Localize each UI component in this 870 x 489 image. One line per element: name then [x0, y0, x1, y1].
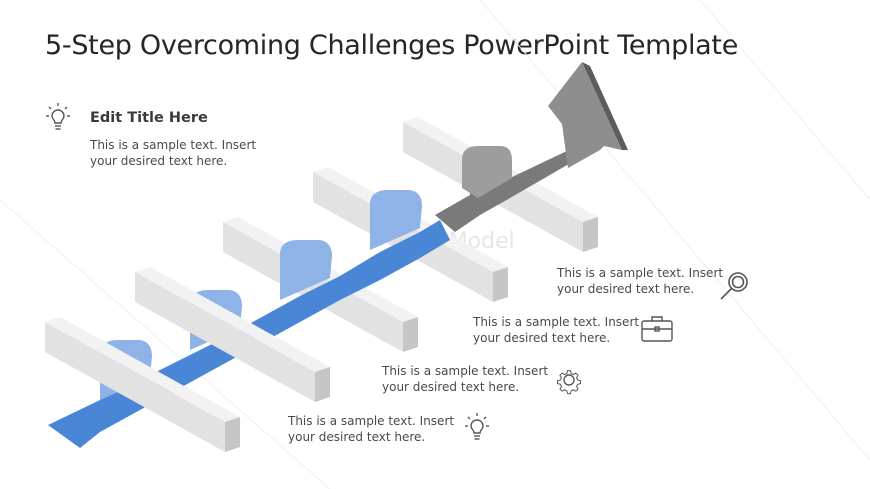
- briefcase-icon: [641, 316, 673, 342]
- text-line: This is a sample text. Insert: [473, 315, 640, 329]
- header-text: This is a sample text. Insert your desir…: [90, 137, 260, 169]
- step-1-text: This is a sample text. Insert your desir…: [288, 413, 458, 445]
- text-line: your desired text here.: [557, 282, 695, 296]
- text-line: This is a sample text. Insert: [382, 364, 549, 378]
- lightbulb-icon: [465, 413, 489, 440]
- magnifier-icon: [720, 272, 748, 300]
- barrier-1: [45, 317, 240, 452]
- text-line: your desired text here.: [288, 430, 426, 444]
- slide-title: 5-Step Overcoming Challenges PowerPoint …: [45, 30, 739, 61]
- step-2-text: This is a sample text. Insert your desir…: [382, 363, 552, 395]
- text-line: This is a sample text. Insert: [90, 138, 257, 152]
- text-line: your desired text here.: [473, 331, 611, 345]
- lightbulb-icon: [46, 103, 70, 130]
- step-3-text: This is a sample text. Insert your desir…: [473, 314, 643, 346]
- text-line: your desired text here.: [90, 154, 228, 168]
- edit-title-heading: Edit Title Here: [90, 110, 208, 126]
- text-line: your desired text here.: [382, 380, 520, 394]
- ribbon-gray: [435, 62, 628, 232]
- step-4-text: This is a sample text. Insert your desir…: [557, 265, 727, 297]
- text-line: This is a sample text. Insert: [557, 266, 724, 280]
- text-line: This is a sample text. Insert: [288, 414, 455, 428]
- barrier-2: [135, 267, 330, 402]
- gear-icon: [556, 370, 582, 395]
